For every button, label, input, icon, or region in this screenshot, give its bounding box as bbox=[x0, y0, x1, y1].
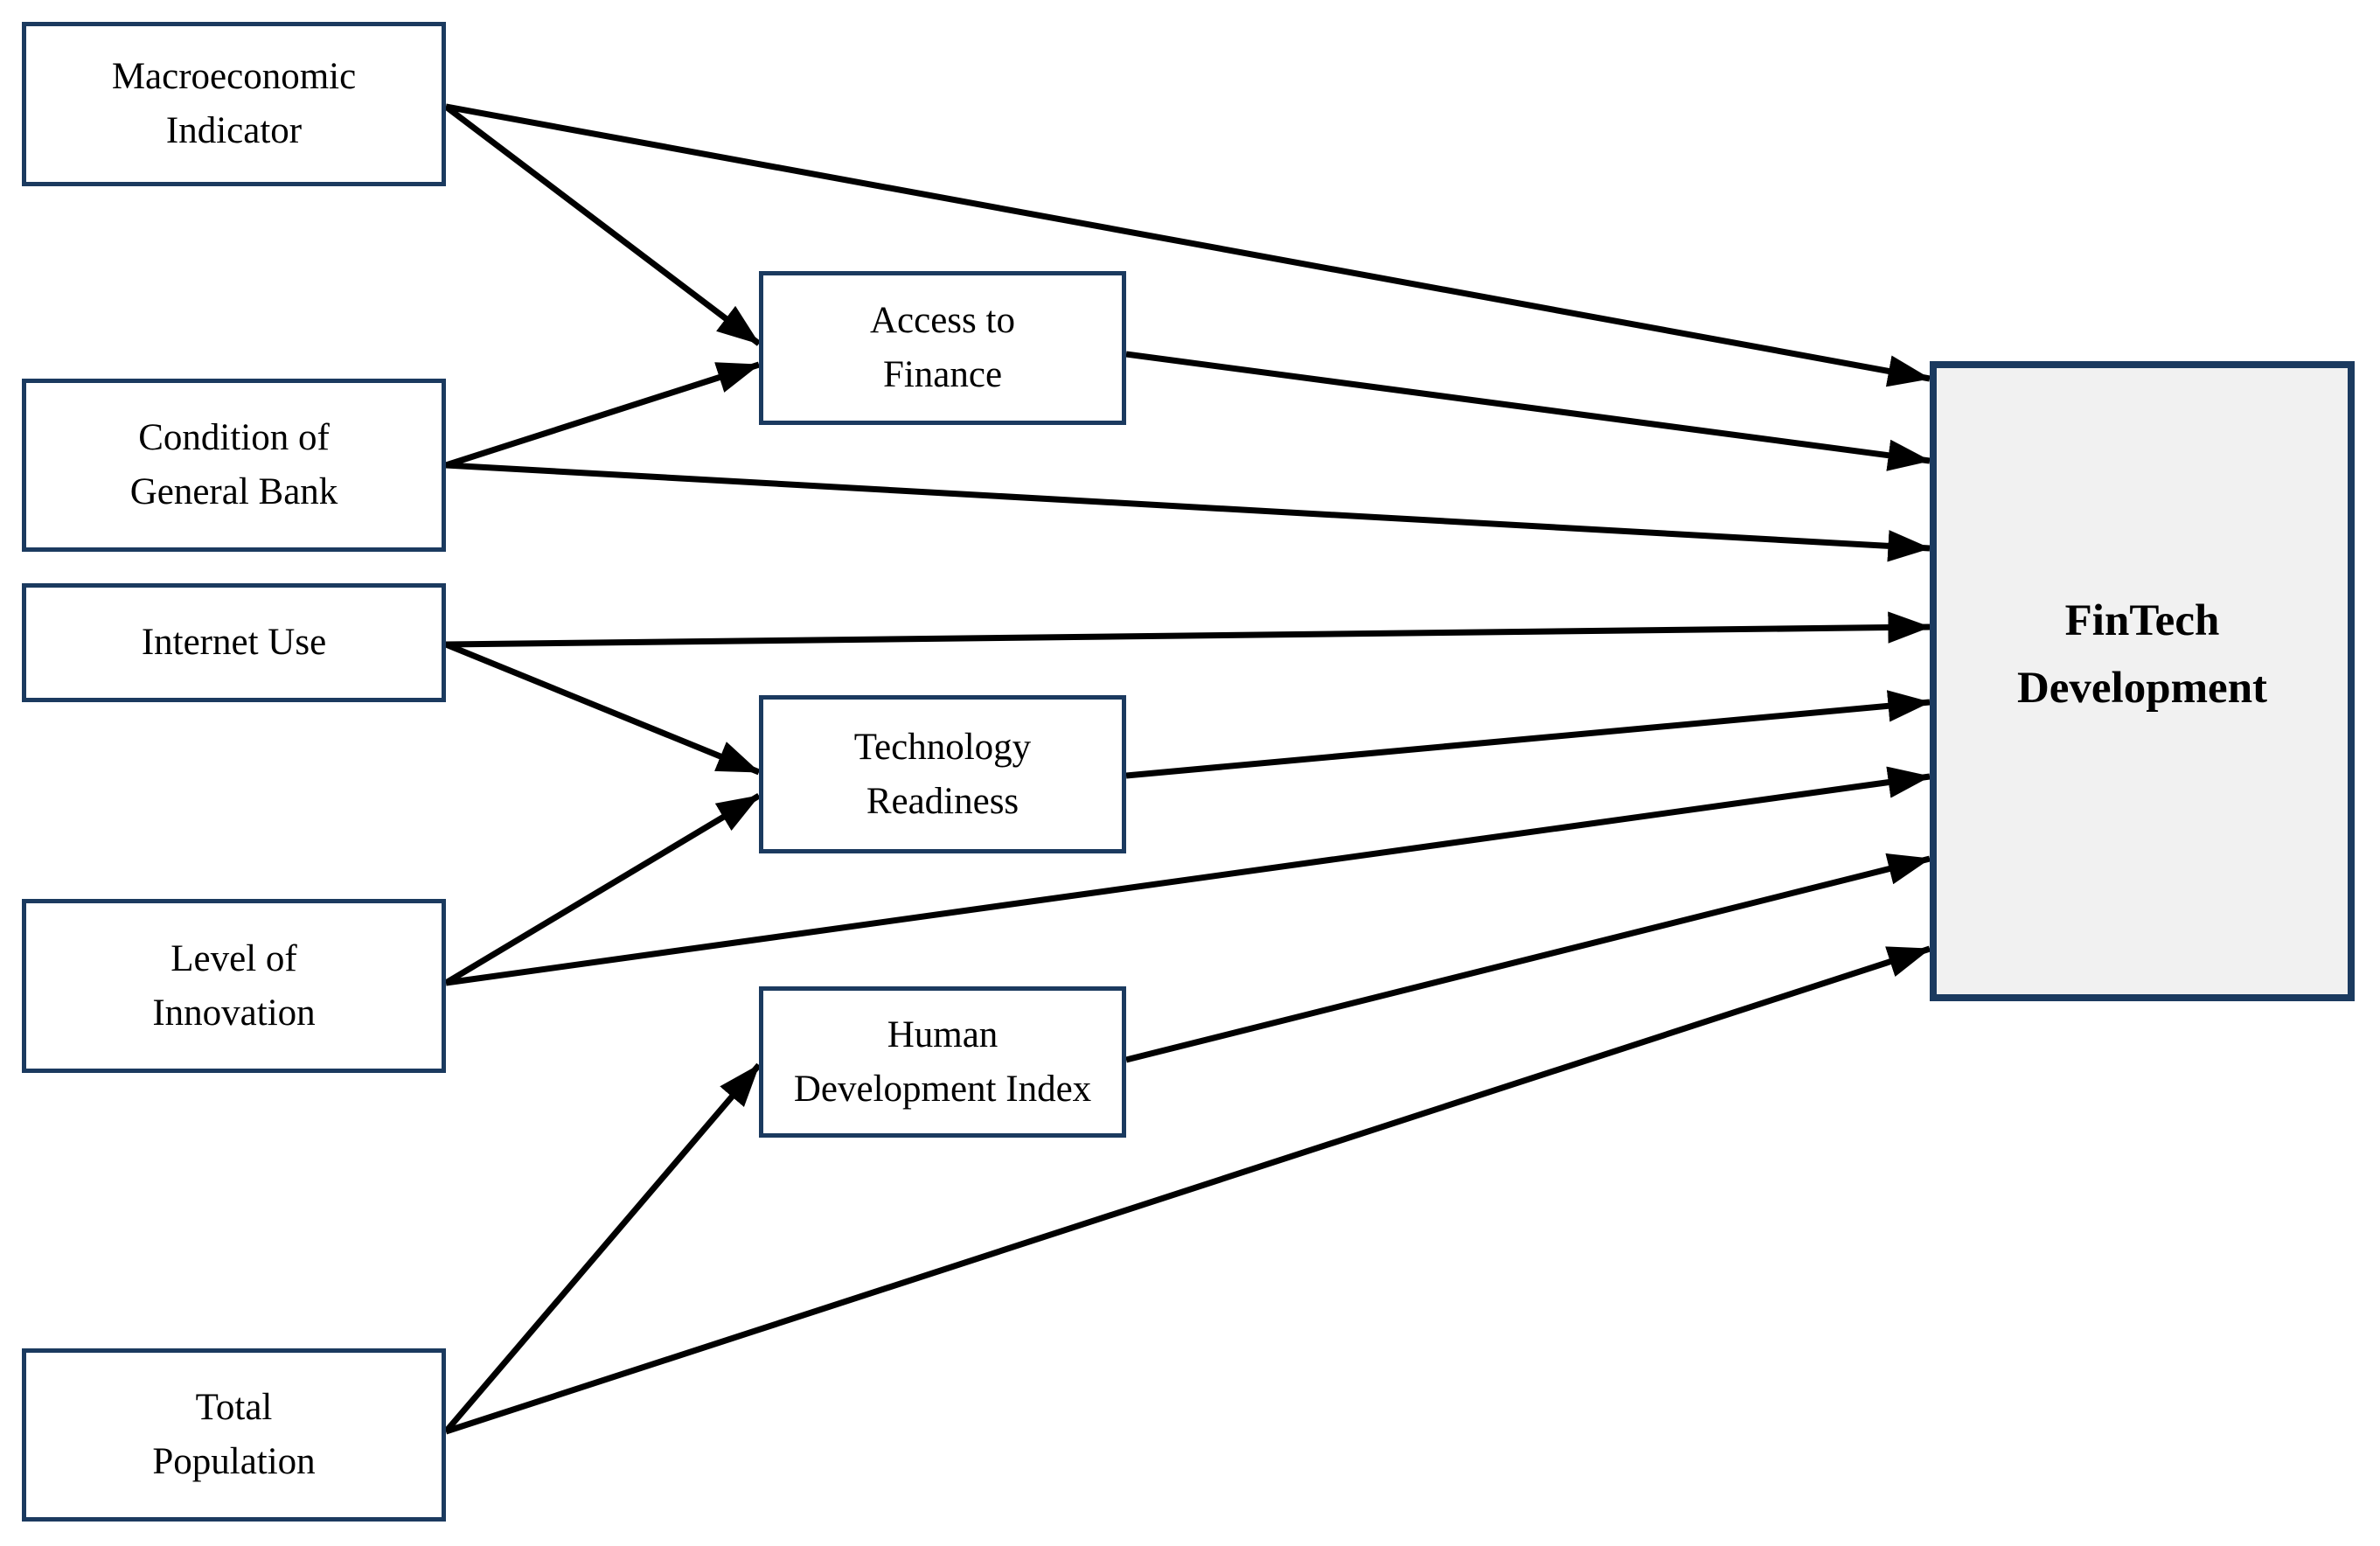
arrow-atf-ft bbox=[1125, 351, 1931, 471]
arrow-tr-ft bbox=[1125, 690, 1931, 779]
node-macroeconomic-indicator: Macroeconomic Indicator bbox=[22, 22, 446, 186]
arrow-loi-tr bbox=[444, 792, 761, 986]
node-label-line: Access to bbox=[870, 300, 1015, 341]
node-label-line: Level of bbox=[170, 937, 297, 979]
arrow-cgb-ft bbox=[445, 462, 1931, 562]
node-label-line: FinTech bbox=[2064, 596, 2220, 645]
node-label-line: Macroeconomic bbox=[111, 56, 357, 97]
node-access-to-finance: Access to Finance bbox=[759, 271, 1126, 425]
node-fintech-development: FinTech Development bbox=[1930, 361, 2355, 1001]
node-label-line: Finance bbox=[882, 354, 1003, 395]
arrow-loi-ft bbox=[445, 766, 1931, 986]
arrow-iu-ft bbox=[445, 611, 1931, 648]
node-label-line: Development bbox=[2016, 664, 2268, 713]
node-label-line: Indicator bbox=[165, 110, 303, 151]
arrow-hdi-ft bbox=[1125, 853, 1931, 1063]
arrow-tp-hdi bbox=[443, 1062, 762, 1434]
node-label-line: General Bank bbox=[129, 471, 338, 512]
node-label-line: Internet Use bbox=[141, 622, 327, 663]
arrow-iu-tr bbox=[444, 641, 761, 776]
node-condition-of-general-bank: Condition of General Bank bbox=[22, 379, 446, 552]
node-internet-use: Internet Use bbox=[22, 583, 446, 702]
node-label-line: Condition of bbox=[138, 417, 330, 458]
node-total-population: Total Population bbox=[22, 1348, 446, 1522]
node-human-development-index: Human Development Index bbox=[759, 986, 1126, 1138]
node-label-line: Development Index bbox=[793, 1068, 1092, 1110]
arrow-mi-ft bbox=[445, 103, 1931, 387]
arrow-mi-atf bbox=[443, 104, 762, 346]
node-label-line: Population bbox=[152, 1441, 316, 1482]
node-level-of-innovation: Level of Innovation bbox=[22, 899, 446, 1073]
node-label-line: Technology bbox=[853, 726, 1032, 768]
node-technology-readiness: Technology Readiness bbox=[759, 695, 1126, 853]
node-label-line: Human bbox=[887, 1013, 999, 1055]
node-label-line: Total bbox=[195, 1387, 273, 1428]
arrow-cgb-atf bbox=[444, 361, 761, 469]
node-label-line: Readiness bbox=[866, 780, 1020, 822]
arrow-tp-ft bbox=[444, 945, 1931, 1435]
node-label-line: Innovation bbox=[152, 992, 316, 1034]
